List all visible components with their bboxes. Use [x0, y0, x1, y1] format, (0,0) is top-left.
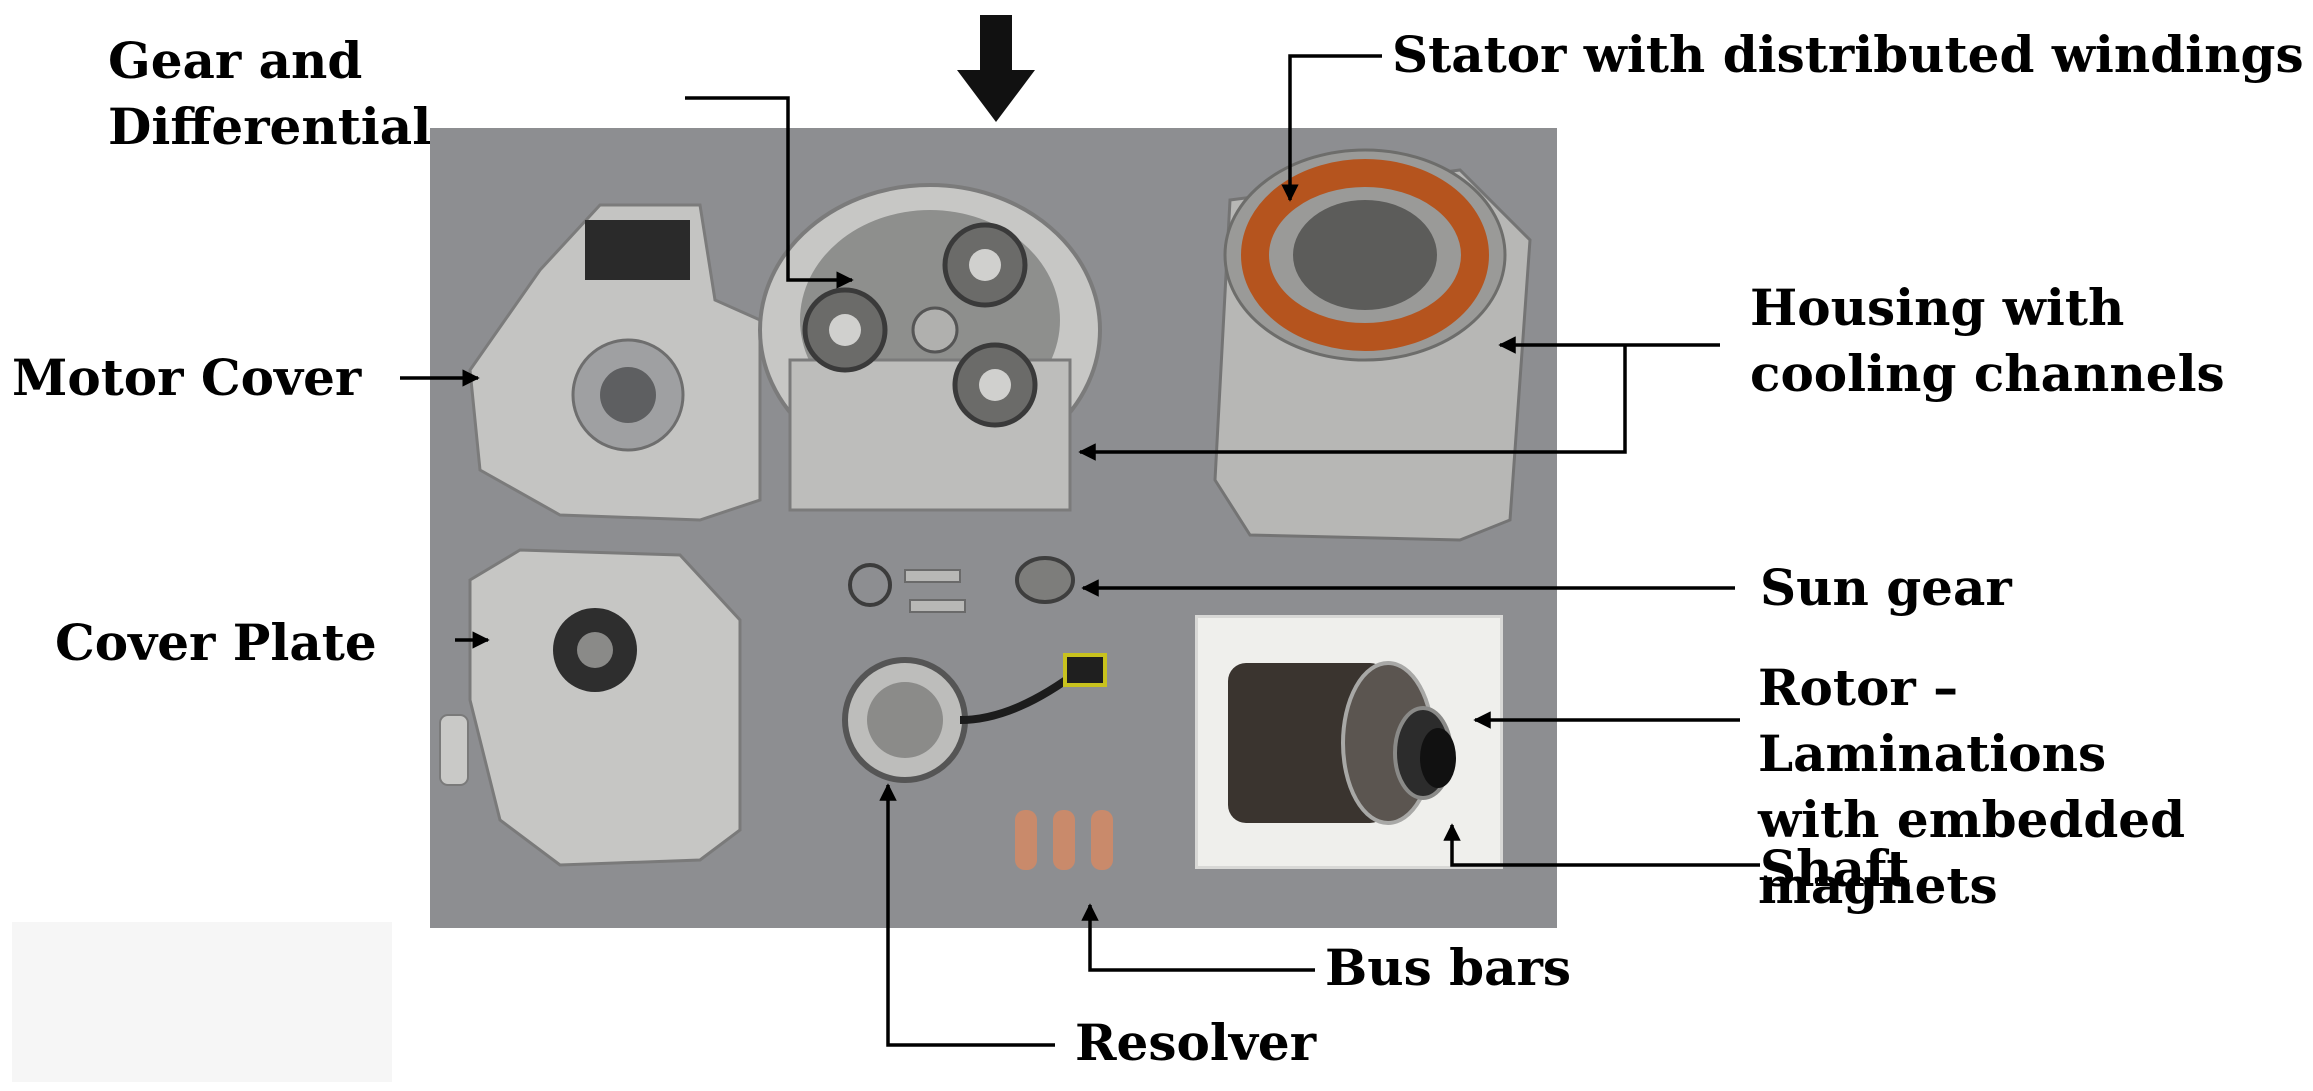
leader-gear-differential [685, 96, 854, 289]
leader-resolver [879, 783, 1055, 1047]
label-gear-and-differential: Gear and Differential [108, 31, 432, 156]
down-arrow-icon [957, 15, 1035, 122]
bus-bar-parts [1015, 810, 1113, 870]
cover-plate-part [439, 548, 742, 867]
blank-patch [12, 922, 392, 1082]
label-resolver: Resolver [1075, 1013, 1317, 1072]
label-rotor: Rotor – Laminations with embedded magnet… [1758, 658, 2186, 915]
label-bus-bars: Bus bars [1325, 938, 1572, 997]
gear-housing-part [758, 183, 1102, 512]
label-motor-cover: Motor Cover [12, 348, 362, 407]
connector-block [585, 220, 690, 280]
rotor-drawing [1228, 661, 1456, 825]
motor-cover-part [468, 203, 762, 522]
hardware-parts [848, 556, 1075, 613]
leader-stator [1281, 54, 1382, 202]
stator-housing-part [1213, 148, 1532, 542]
label-shaft: Shaft [1760, 839, 1910, 898]
leader-bus-bars [1081, 903, 1315, 972]
label-stator: Stator with distributed windings [1392, 25, 2304, 84]
label-housing: Housing with cooling channels [1750, 278, 2225, 403]
resolver-part [842, 653, 1107, 783]
leader-housing-bracket [1078, 345, 1627, 461]
leader-shaft [1443, 823, 1760, 867]
label-sun-gear: Sun gear [1760, 558, 2012, 617]
label-cover-plate: Cover Plate [55, 613, 377, 672]
